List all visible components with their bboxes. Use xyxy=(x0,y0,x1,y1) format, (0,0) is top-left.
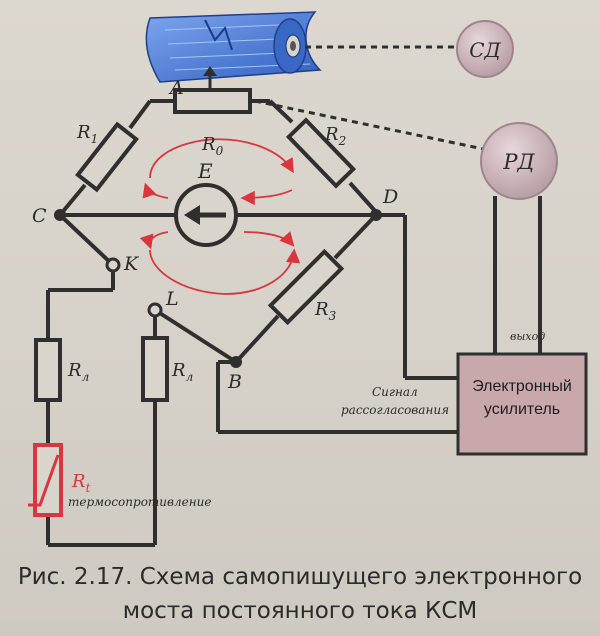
emf-source-e xyxy=(174,183,238,247)
bridge-nodes xyxy=(54,209,382,368)
node-l-terminal xyxy=(147,302,163,318)
resistor-rl-left xyxy=(34,338,62,402)
output-label: выход xyxy=(510,330,545,343)
amplifier-label-line1: Электронный xyxy=(472,378,572,395)
resistor-r2 xyxy=(285,117,357,189)
bridge-wires xyxy=(46,99,542,547)
bridge-circuit-diagram: СД РД xyxy=(28,11,588,547)
diagram-labels: A C D B K L E xyxy=(32,77,398,393)
rl-right-label: Rл xyxy=(171,360,193,384)
node-b-label: B xyxy=(227,371,242,393)
source-e-label: E xyxy=(197,159,213,183)
resistor-r3 xyxy=(267,248,345,326)
rd-motor: РД xyxy=(480,122,558,200)
node-k-label: K xyxy=(123,253,140,275)
rl-left-label: Rл xyxy=(67,360,89,384)
node-a-label: A xyxy=(168,77,184,99)
current-loop-lower xyxy=(139,231,301,295)
r1-label: R1 xyxy=(76,122,98,146)
resistor-r0 xyxy=(173,88,252,114)
electronic-amplifier: Электронный усилитель xyxy=(456,352,588,456)
resistor-labels: R1 R0 R2 R3 Rл Rл Rt xyxy=(67,122,346,495)
node-b-dot xyxy=(230,356,242,368)
node-k-terminal xyxy=(105,257,121,273)
r0-label: R0 xyxy=(201,134,224,158)
node-c-dot xyxy=(54,209,66,221)
node-d-dot xyxy=(370,209,382,221)
caption-line2: моста постоянного тока КСМ xyxy=(122,598,478,624)
figure-caption: Рис. 2.17. Схема самопишущего электронно… xyxy=(0,560,600,628)
caption-line1: Рис. 2.17. Схема самопишущего электронно… xyxy=(17,564,583,590)
amplifier-label-line2: усилитель xyxy=(484,401,560,418)
sd-motor: СД xyxy=(456,20,514,78)
thermistor-caption: термосопротивление xyxy=(68,495,211,509)
node-c-label: C xyxy=(32,205,47,227)
rd-label: РД xyxy=(502,150,535,174)
r2-label: R2 xyxy=(324,124,346,148)
resistor-r1 xyxy=(75,121,139,193)
node-l-label: L xyxy=(165,288,179,310)
sd-label: СД xyxy=(469,38,501,62)
chart-paper-roll xyxy=(145,11,322,83)
current-loop-upper xyxy=(142,138,294,206)
signal-label-line2: рассогласования xyxy=(341,403,449,417)
resistor-rl-right xyxy=(141,336,169,402)
rt-label: Rt xyxy=(71,471,91,495)
signal-label-line1: Сигнал xyxy=(372,385,418,399)
r3-label: R3 xyxy=(314,299,337,323)
thermistor-rt xyxy=(28,443,63,517)
node-d-label: D xyxy=(382,186,398,208)
